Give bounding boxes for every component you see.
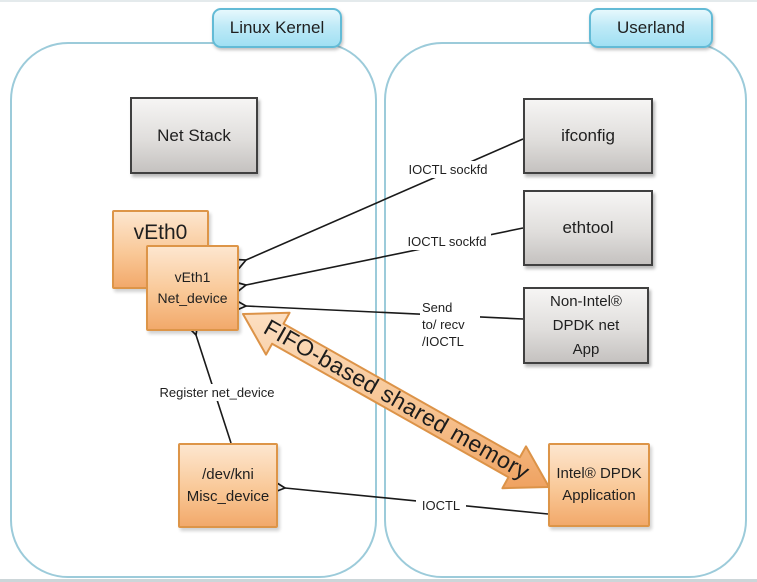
send-recv-label-line2: to/ recv xyxy=(422,317,465,332)
ioctl-sockfd-label-2: IOCTL sockfd xyxy=(403,233,491,250)
line-ifconfig-to-veth1 xyxy=(234,138,524,270)
non-intel-label-line2: DPDK net xyxy=(552,316,620,334)
dev-kni-label-line2: Misc_device xyxy=(186,487,270,505)
register-net-device-label: Register net_device xyxy=(151,384,283,401)
veth1-net-device-box: vEth1 Net_device xyxy=(146,245,239,331)
fifo-arrow-label: FIFO-based shared memory xyxy=(260,314,535,485)
linux-kernel-region-label: Linux Kernel xyxy=(212,8,342,48)
non-intel-label-line1: Non-Intel® xyxy=(550,292,622,310)
send-recv-label-line3: /IOCTL xyxy=(422,334,464,349)
ethtool-label: ethtool xyxy=(562,218,614,237)
ethtool-box: ethtool xyxy=(523,190,653,266)
intel-dpdk-application-box: Intel® DPDK Application xyxy=(548,443,650,527)
ioctl-label: IOCTL xyxy=(416,497,466,514)
net-stack-box: Net Stack xyxy=(130,97,258,174)
ifconfig-label: ifconfig xyxy=(561,126,615,145)
send-recv-label-line1: Send xyxy=(422,300,453,315)
veth0-label: vEth0 xyxy=(133,221,188,244)
non-intel-label-line3: App xyxy=(572,340,600,358)
userland-region xyxy=(384,42,747,578)
intel-dpdk-label-line1: Intel® DPDK xyxy=(556,465,642,482)
veth1-label-line1: vEth1 xyxy=(174,269,211,285)
linux-kernel-region xyxy=(10,42,377,578)
intel-dpdk-label-line2: Application xyxy=(562,487,636,504)
linux-kernel-region-label-text: Linux Kernel xyxy=(229,18,325,37)
bottom-edge-line xyxy=(0,579,757,582)
userland-region-label-text: Userland xyxy=(616,18,686,37)
top-edge-line xyxy=(0,0,757,2)
userland-region-label: Userland xyxy=(589,8,713,48)
veth1-label-line2: Net_device xyxy=(157,290,228,306)
dev-kni-label-line1: /dev/kni xyxy=(202,465,254,483)
send-recv-ioctl-label: Send to/ recv /IOCTL xyxy=(420,298,480,351)
dev-kni-misc-device-box: /dev/kni Misc_device xyxy=(178,443,278,528)
net-stack-label: Net Stack xyxy=(157,125,231,145)
ifconfig-box: ifconfig xyxy=(523,98,653,174)
non-intel-dpdk-net-app-box: Non-Intel® DPDK net App xyxy=(523,287,649,364)
ioctl-sockfd-label-1: IOCTL sockfd xyxy=(404,161,492,178)
